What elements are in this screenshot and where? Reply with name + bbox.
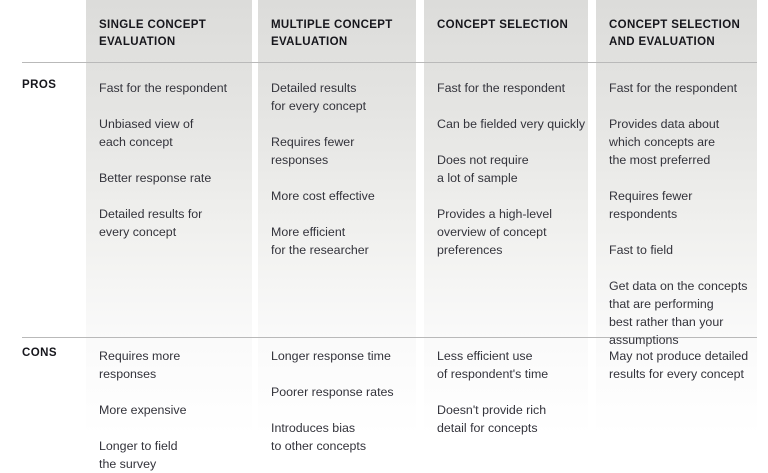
row-label-pros: PROS — [22, 79, 57, 91]
cell-item: Requires fewer respondents — [609, 189, 693, 221]
cell-item: Unbiased view of each concept — [99, 117, 194, 149]
column-header-single-concept-evaluation: SINGLE CONCEPT EVALUATION — [99, 19, 207, 48]
cell-item: Fast for the respondent — [609, 81, 738, 95]
cell-item: Requires fewer responses — [271, 135, 355, 167]
cell-item: Detailed results for every concept — [271, 81, 367, 113]
cell-item: Detailed results for every concept — [99, 207, 203, 239]
cell-item: Provides data about which concepts are t… — [609, 117, 720, 167]
cell-item: Fast for the respondent — [99, 81, 228, 95]
cell-cons-concept-selection-and-evaluation: May not produce detailed results for eve… — [609, 347, 759, 383]
cell-item: Requires more responses — [99, 349, 181, 381]
cell-item: Longer to field the survey — [99, 439, 178, 471]
divider-above-cons-row — [22, 337, 757, 338]
cell-item: Doesn't provide rich detail for concepts — [437, 403, 547, 435]
cell-item: Longer response time — [271, 349, 391, 363]
cell-item: Does not require a lot of sample — [437, 153, 529, 185]
column-header-concept-selection: CONCEPT SELECTION — [437, 19, 569, 31]
divider-above-pros-row — [22, 62, 757, 63]
row-label-cons: CONS — [22, 347, 58, 359]
table-header-row: SINGLE CONCEPT EVALUATION MULTIPLE CONCE… — [0, 0, 768, 62]
cell-item: More expensive — [99, 403, 187, 417]
column-header-multiple-concept-evaluation: MULTIPLE CONCEPT EVALUATION — [271, 19, 393, 48]
cell-item: Fast to field — [609, 243, 674, 257]
cell-item: Less efficient use of respondent's time — [437, 349, 549, 381]
cell-item: More cost effective — [271, 189, 375, 203]
cell-item: More efficient for the researcher — [271, 225, 369, 257]
cell-item: Provides a high-level overview of concep… — [437, 207, 553, 257]
cell-item: Get data on the concepts that are perfor… — [609, 279, 748, 347]
cell-item: Fast for the respondent — [437, 81, 566, 95]
cell-item: Introduces bias to other concepts — [271, 421, 367, 453]
cell-item: May not produce detailed results for eve… — [609, 349, 749, 381]
cell-item: Can be fielded very quickly — [437, 117, 586, 131]
column-header-concept-selection-and-evaluation: CONCEPT SELECTION AND EVALUATION — [609, 19, 741, 48]
cell-item: Poorer response rates — [271, 385, 394, 399]
cell-item: Better response rate — [99, 171, 212, 185]
